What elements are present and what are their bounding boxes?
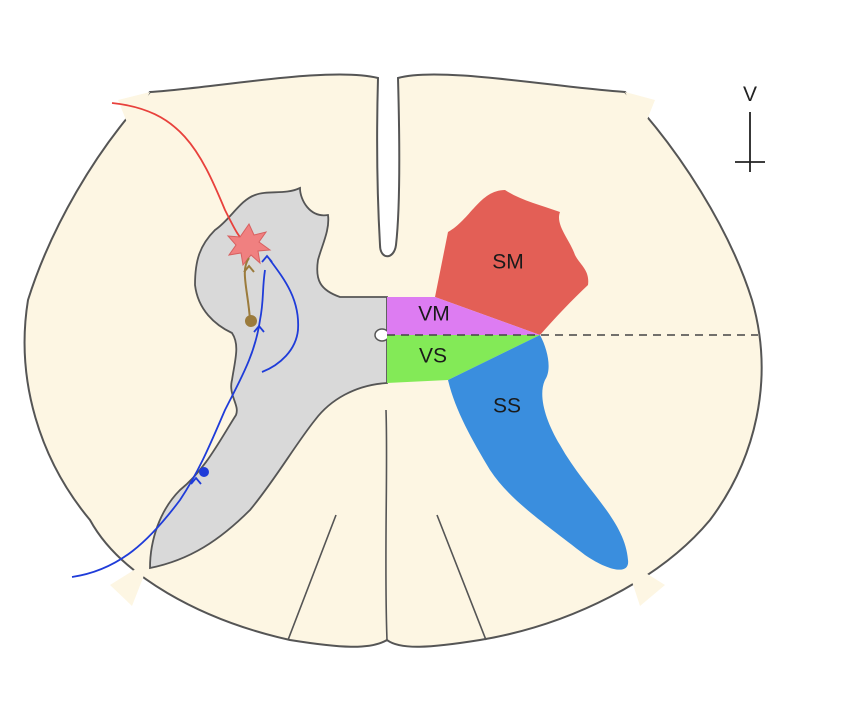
left-root-line <box>287 514 337 641</box>
brown-interneuron-axon <box>243 257 251 321</box>
star-neuron-icon <box>226 222 272 267</box>
blue-soma-icon <box>199 467 209 477</box>
ventral-median-line <box>385 409 388 641</box>
gray-matter <box>149 186 388 570</box>
region-sm <box>435 190 589 335</box>
blue-afferent-fiber <box>71 269 266 578</box>
orientation-label: V <box>743 83 757 106</box>
brown-terminal-icon <box>243 264 255 273</box>
lateral-notch-left-upper <box>118 92 150 130</box>
blue-terminal-upper-icon <box>261 254 273 263</box>
lateral-notch-right-upper <box>625 92 655 130</box>
blue-terminal-middle-icon <box>253 324 265 333</box>
lateral-notch-right-lower <box>625 560 665 606</box>
label-vs: VS <box>419 345 447 368</box>
right-root-line <box>436 514 487 641</box>
label-sm: SM <box>492 251 524 274</box>
blue-terminal-lower-icon <box>190 476 202 485</box>
red-afferent-fiber <box>111 102 249 246</box>
brown-soma-icon <box>245 315 257 327</box>
region-vs <box>387 335 540 383</box>
lateral-notch-left-lower <box>110 560 150 606</box>
region-ss <box>448 335 629 570</box>
label-vm: VM <box>418 303 450 326</box>
blue-collateral-fiber <box>261 259 299 373</box>
label-ss: SS <box>493 395 521 418</box>
region-vm <box>387 297 540 335</box>
central-canal <box>374 328 390 342</box>
